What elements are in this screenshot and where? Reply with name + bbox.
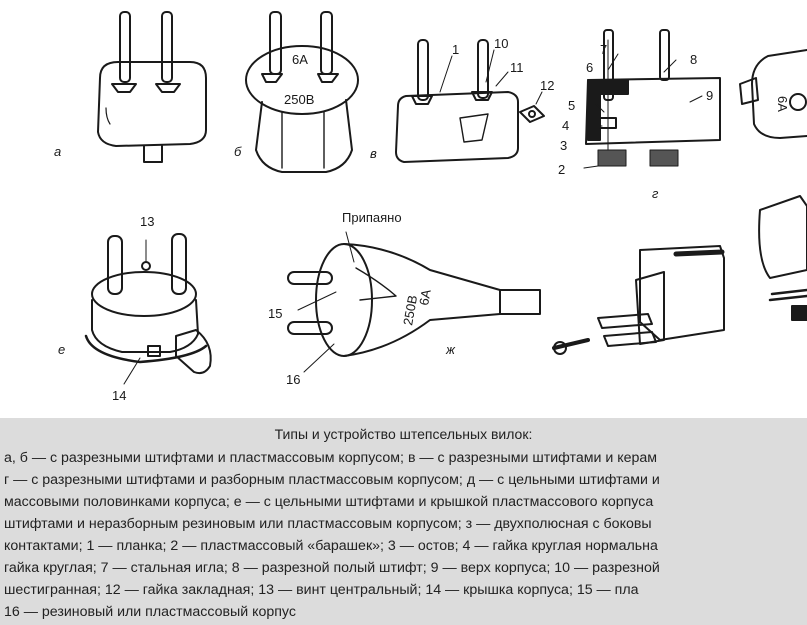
plug-b-voltage-rating: 250В bbox=[284, 92, 314, 107]
panel-letter-a: а bbox=[54, 144, 61, 159]
plug-zh-current-rating: 6А bbox=[416, 288, 434, 307]
plug-z-drawing bbox=[552, 195, 807, 355]
plug-e-drawing bbox=[84, 233, 212, 385]
part-number-12: 12 bbox=[540, 78, 554, 93]
caption-line: г — с разрезными штифтами и разборным пл… bbox=[4, 472, 660, 488]
caption-title: Типы и устройство штепсельных вилок: bbox=[274, 426, 533, 442]
part-number-14: 14 bbox=[112, 388, 126, 403]
panel-letter-e: е bbox=[58, 342, 65, 357]
plug-zh-voltage-rating: 250В bbox=[400, 294, 420, 327]
part-number-2: 2 bbox=[558, 162, 565, 177]
plug-b-current-rating: 6А bbox=[292, 52, 308, 67]
soldered-label: Припаяно bbox=[342, 210, 402, 225]
plug-b-drawing bbox=[245, 11, 359, 173]
plug-zh-drawing bbox=[287, 231, 541, 373]
caption-line: контактами; 1 — планка; 2 — пластмассовы… bbox=[4, 538, 658, 554]
caption-block: Типы и устройство штепсельных вилок: а, … bbox=[0, 418, 807, 625]
part-number-10: 10 bbox=[494, 36, 508, 51]
caption-line: шестигранная; 12 — гайка закладная; 13 —… bbox=[4, 582, 639, 598]
plug-v-drawing bbox=[395, 39, 545, 163]
part-number-6: 6 bbox=[586, 60, 593, 75]
caption-line: массовыми половинками корпуса; е — с цел… bbox=[4, 494, 654, 510]
caption-line: а, б — с разрезными штифтами и пластмасс… bbox=[4, 450, 658, 466]
plug-d-rating: 6А bbox=[775, 96, 790, 112]
caption-line: 16 — резиновый или пластмассовый корпус bbox=[4, 604, 296, 620]
panel-letter-zh: ж bbox=[445, 342, 456, 357]
plug-d-drawing bbox=[739, 49, 807, 139]
part-number-11: 11 bbox=[510, 60, 524, 75]
part-number-1: 1 bbox=[452, 42, 459, 57]
part-number-4: 4 bbox=[562, 118, 569, 133]
part-number-9: 9 bbox=[706, 88, 713, 103]
plug-a-drawing bbox=[97, 11, 207, 163]
part-number-7: 7 bbox=[600, 42, 607, 57]
caption-line: штифтами и неразборным резиновым или пла… bbox=[4, 516, 652, 532]
panel-letter-b: б bbox=[234, 144, 242, 159]
caption-line: гайка круглая; 7 — стальная игла; 8 — ра… bbox=[4, 560, 660, 576]
part-number-16: 16 bbox=[286, 372, 300, 387]
part-number-13: 13 bbox=[140, 214, 154, 229]
plug-figure: а б в г е ж 6А 250В 250В 6А 6А Припаяно … bbox=[54, 11, 807, 403]
part-number-5: 5 bbox=[568, 98, 575, 113]
plug-g-drawing bbox=[583, 29, 721, 169]
part-number-15: 15 bbox=[268, 306, 282, 321]
part-number-8: 8 bbox=[690, 52, 697, 67]
panel-letter-v: в bbox=[370, 146, 377, 161]
panel-letter-g: г bbox=[652, 186, 659, 201]
part-number-3: 3 bbox=[560, 138, 567, 153]
